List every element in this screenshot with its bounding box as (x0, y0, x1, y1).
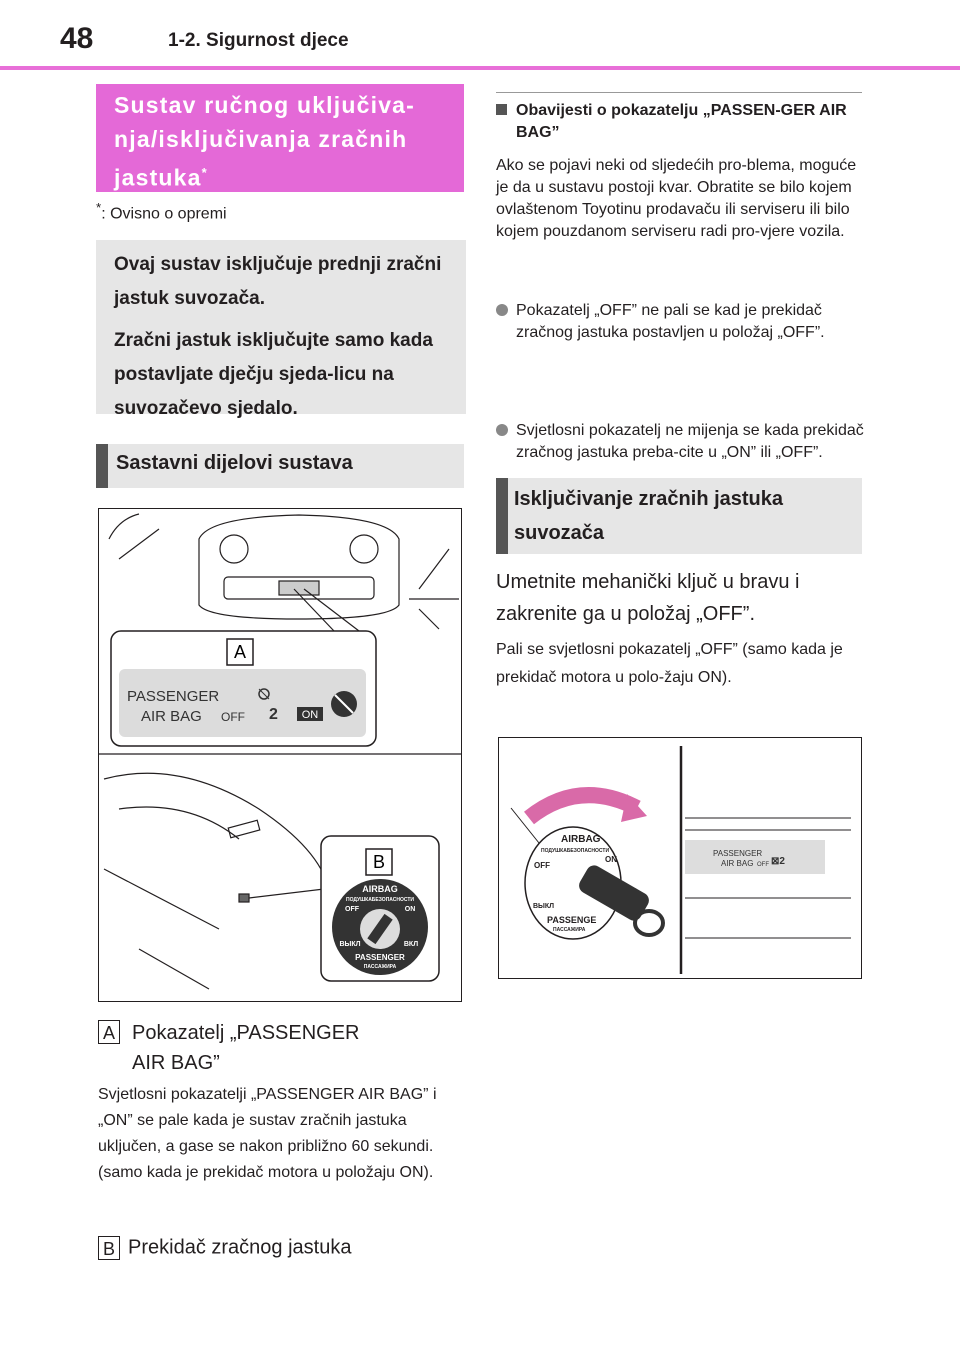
figure-key-switch: PASSENGER AIR BAG OFF ⊠2 AIRBAG ПОДУШКАБ… (498, 737, 862, 979)
label-b: B (98, 1236, 120, 1260)
header-rule (0, 66, 960, 70)
switch-off: OFF (345, 906, 360, 913)
step-note: Pali se svjetlosni pokazatelj „OFF” (sam… (496, 641, 843, 686)
fig2-ind-line2: AIR BAG (721, 859, 753, 868)
item-a-description: Svjetlosni pokazatelji „PASSENGER AIR BA… (98, 1086, 437, 1181)
callout-b: B (373, 852, 385, 872)
title-line-2: nja/isključivanja zračnih (114, 126, 408, 152)
bullet-1-text: Pokazatelj „OFF” ne pali se kad je preki… (516, 302, 825, 341)
key-icon (579, 865, 665, 937)
summary-p2: Zračni jastuk isključujte samo kada post… (114, 330, 433, 419)
fig2-ind-line1: PASSENGER (713, 849, 762, 858)
indicator-line2: AIR BAG (141, 708, 202, 725)
title-box: Sustav ručnog uključiva- nja/isključivan… (96, 84, 464, 192)
title-mark: * (201, 165, 208, 180)
item-b-text: Prekidač zračnog jastuka (128, 1236, 352, 1259)
page-number: 48 (60, 22, 94, 55)
indicator-panel (685, 840, 825, 874)
fig2-switch-cyr2: ПАССАЖИРА (553, 927, 586, 933)
notice-heading: Obavijesti o pokazatelju „PASSEN-GER AIR… (496, 100, 862, 144)
indicator-on: ON (302, 709, 319, 721)
components-heading: Sastavni dijelovi sustava (96, 444, 464, 488)
switch-cyrillic-2: ПАССАЖИРА (364, 964, 397, 970)
switch-on: ON (405, 906, 416, 913)
switch-airbag: AIRBAG (362, 884, 398, 894)
key-switch-illustration: PASSENGER AIR BAG OFF ⊠2 AIRBAG ПОДУШКАБ… (510, 746, 851, 974)
item-b: B Prekidač zračnog jastuka (98, 1236, 351, 1260)
child-seat-off-icon: ⊠2 (771, 856, 785, 867)
switch-vykl: ВЫКЛ (339, 941, 360, 948)
square-bullet-icon (496, 104, 507, 115)
fig2-switch-on: ON (605, 855, 617, 864)
section-title: 1-2. Sigurnost djece (168, 30, 349, 51)
title-line-3: jastuka* (114, 156, 464, 195)
item-a-line2: AIR BAG” (132, 1052, 220, 1074)
step-text: Umetnite mehanički ključ u bravu i zakre… (496, 571, 800, 625)
deactivation-heading: Isključivanje zračnih jastuka suvozača (496, 478, 862, 554)
bullet-icon (496, 424, 508, 436)
indicator-off: OFF (221, 710, 245, 724)
footnote-text: : Ovisno o opremi (101, 205, 227, 223)
child-seat-off-icon: 2 (258, 688, 278, 723)
notice-heading-text: Obavijesti o pokazatelju „PASSEN-GER AIR… (516, 102, 847, 141)
item-a: A Pokazatelj „PASSENGER AIR BAG” (98, 1018, 360, 1078)
footnote: *: Ovisno o opremi (96, 200, 227, 223)
airbag-on-icon (331, 691, 357, 717)
right-top-rule (496, 92, 862, 93)
title-word: jastuka (114, 164, 202, 191)
fig2-ind-off: OFF (757, 862, 769, 868)
rotation-arrow (524, 787, 641, 825)
notice-paragraph: Ako se pojavi neki od sljedećih pro-blem… (496, 157, 857, 240)
fig2-switch-off: OFF (534, 861, 550, 870)
title-line-1: Sustav ručnog uključiva- (114, 92, 416, 118)
bullet-1: Pokazatelj „OFF” ne pali se kad je preki… (496, 300, 882, 344)
bullet-2-text: Svjetlosni pokazatelj ne mijenja se kada… (516, 422, 864, 461)
dashboard-illustration: A PASSENGER AIR BAG OFF 2 ON B AIRBAG ПО… (99, 513, 461, 990)
switch-vkl: ВКЛ (404, 941, 418, 948)
switch-cyrillic: ПОДУШКАБЕЗОПАСНОСТИ (346, 897, 414, 903)
summary-box: Ovaj sustav isključuje prednji zračni ja… (96, 240, 466, 419)
fig2-switch-vykl: ВЫКЛ (533, 903, 554, 910)
summary-p1: Ovaj sustav isključuje prednji zračni ja… (114, 254, 442, 309)
indicator-line1: PASSENGER (127, 688, 219, 705)
fig2-switch-cyr: ПОДУШКАБЕЗОПАСНОСТИ (541, 848, 609, 854)
bullet-icon (496, 304, 508, 316)
footnote-mark: * (96, 200, 102, 215)
svg-text:2: 2 (269, 706, 278, 723)
figure-dashboard: A PASSENGER AIR BAG OFF 2 ON B AIRBAG ПО… (98, 508, 462, 1002)
bullet-2: Svjetlosni pokazatelj ne mijenja se kada… (496, 420, 882, 464)
label-a: A (98, 1020, 120, 1044)
fig2-switch-airbag: AIRBAG (561, 834, 601, 845)
callout-a: A (234, 642, 246, 662)
switch-passenger: PASSENGER (355, 953, 405, 962)
fig2-switch-passenger: PASSENGE (547, 915, 596, 925)
item-a-line1: Pokazatelj „PASSENGER (132, 1022, 360, 1044)
indicator-on-badge (297, 707, 323, 721)
